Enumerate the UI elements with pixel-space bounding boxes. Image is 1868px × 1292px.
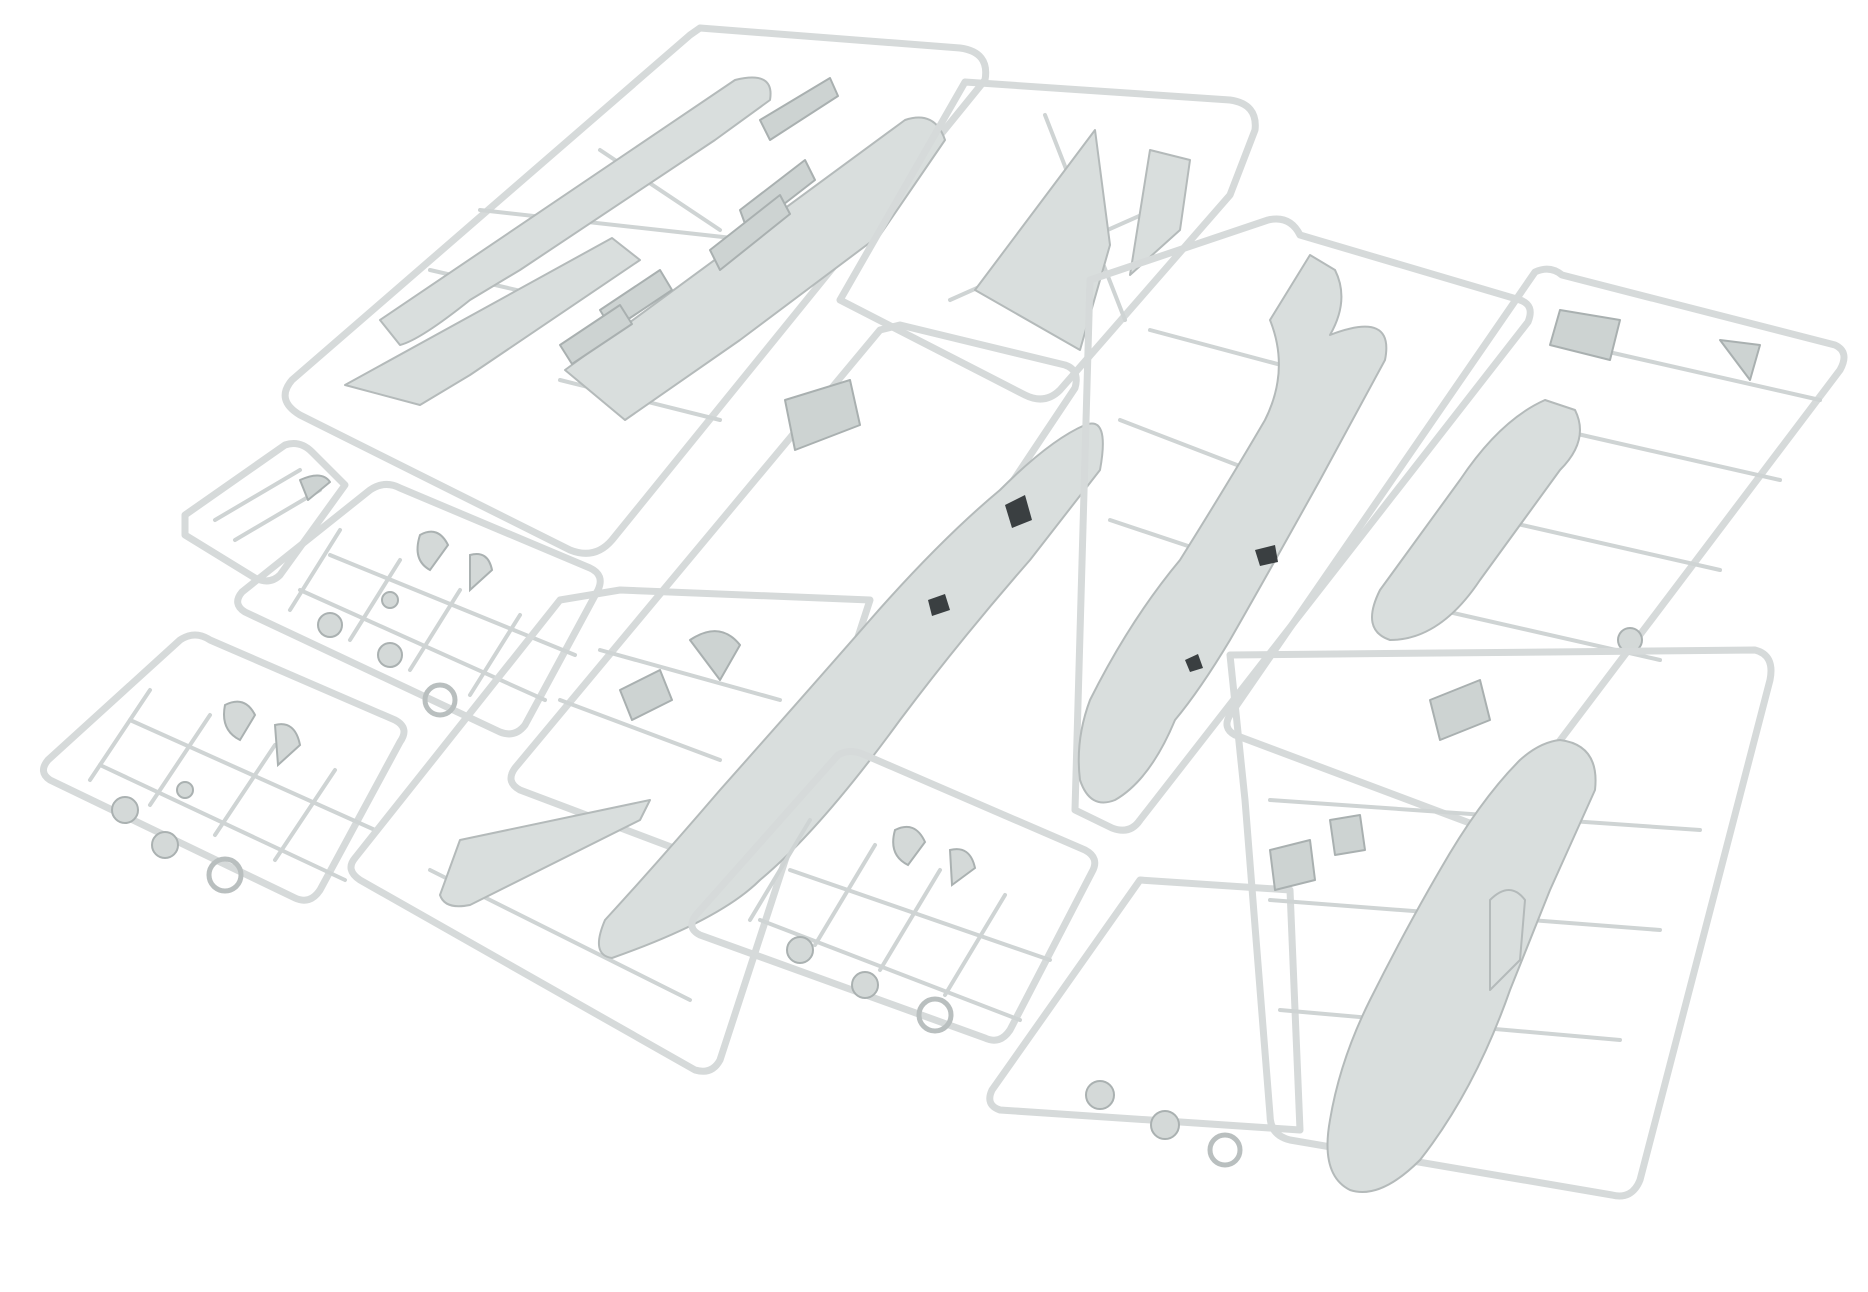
fuselage-nose-section — [1326, 739, 1597, 1193]
interior-detail-parts — [1429, 309, 1761, 741]
small-parts-group-3 — [786, 826, 977, 1034]
sprue-frame-small-parts-2 — [40, 631, 408, 904]
nose-detail-parts — [1085, 814, 1366, 1168]
fuselage-half-right — [1077, 254, 1388, 804]
cargo-floor-panel — [1371, 399, 1581, 641]
engine-nacelle — [1489, 889, 1526, 991]
wing-panel-large — [379, 76, 772, 346]
sprue-frame-fuselage-2 — [1071, 215, 1534, 834]
wing-panel-lower — [344, 237, 641, 406]
small-parts-group-2 — [111, 700, 302, 894]
fuselage-half-left — [597, 422, 1104, 959]
fuselage-opening — [1005, 495, 1032, 528]
sprue-frame-small-parts-1 — [234, 481, 604, 738]
vertical-fin — [974, 129, 1111, 351]
rudder-panel — [1129, 149, 1191, 276]
small-parts-group-1 — [317, 530, 494, 718]
wing-flaps — [559, 77, 839, 365]
fuselage-detail-parts — [619, 379, 861, 721]
horizontal-stabilizer-left — [439, 799, 651, 908]
